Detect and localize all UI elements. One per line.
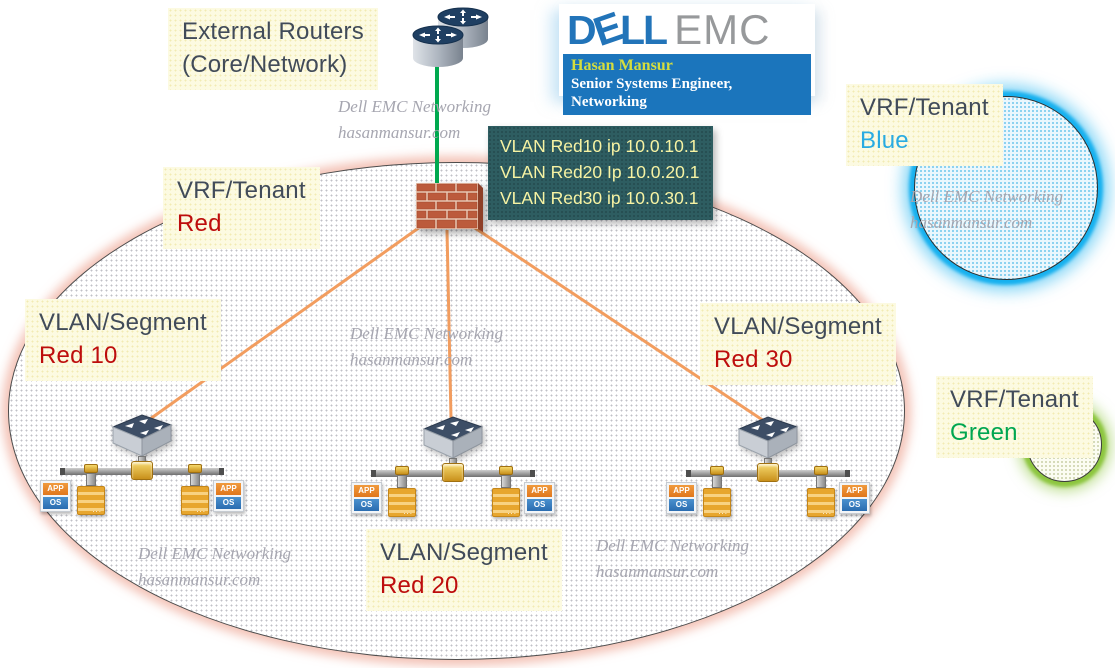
dell-wordmark: DELL — [567, 2, 668, 55]
watermark-line1: Dell EMC Networking — [138, 544, 291, 563]
app-os-card: APP OS — [839, 482, 870, 514]
label-line2: Green — [950, 419, 1018, 446]
server-drop — [84, 464, 98, 486]
watermark-line2: hasanmansur.com — [910, 213, 1033, 232]
server-drop — [395, 466, 409, 488]
label-line1: VRF/Tenant — [860, 94, 989, 121]
os-badge: OS — [354, 499, 379, 511]
watermark-line1: Dell EMC Networking — [338, 97, 491, 116]
link-firewall-to-switch-red30 — [465, 220, 765, 423]
label-line1: VLAN/Segment — [380, 539, 548, 566]
app-badge: APP — [43, 483, 68, 495]
watermark-line2: hasanmansur.com — [596, 562, 719, 581]
watermark: Dell EMC Networking hasanmansur.com — [910, 184, 1063, 236]
app-os-card: APP OS — [213, 480, 244, 512]
link-firewall-to-switch-red20 — [445, 229, 453, 420]
watermark: Dell EMC Networking hasanmansur.com — [338, 94, 491, 146]
watermark: Dell EMC Networking hasanmansur.com — [350, 321, 503, 373]
server-icon: ... — [492, 488, 520, 517]
label-line2: Red 20 — [380, 572, 459, 599]
server-drop — [188, 464, 202, 486]
server-icon: ... — [703, 488, 731, 517]
os-badge: OS — [669, 499, 694, 511]
label-line2: Red — [177, 210, 222, 237]
segment-red20-group: ... ... APP OS APP OS — [351, 414, 555, 519]
watermark: Dell EMC Networking hasanmansur.com — [596, 533, 749, 585]
watermark-line1: Dell EMC Networking — [350, 324, 503, 343]
watermark-line2: hasanmansur.com — [338, 123, 461, 142]
label-vlan-segment-red30: VLAN/Segment Red 30 — [700, 303, 896, 385]
dell-emc-brand-card: DELL EMC Hasan Mansur Senior Systems Eng… — [559, 2, 815, 115]
watermark-line2: hasanmansur.com — [350, 350, 473, 369]
os-badge: OS — [216, 497, 241, 509]
app-badge: APP — [216, 483, 241, 495]
author-banner: Hasan Mansur Senior Systems Engineer, Ne… — [563, 54, 811, 115]
label-line2: Red 30 — [714, 346, 793, 373]
watermark-line1: Dell EMC Networking — [596, 536, 749, 555]
server-icon: ... — [181, 486, 209, 515]
os-badge: OS — [43, 497, 68, 509]
label-vlan-segment-red20: VLAN/Segment Red 20 — [366, 529, 562, 611]
server-icon: ... — [77, 486, 105, 515]
label-line2: Red 10 — [39, 342, 118, 369]
server-icon: ... — [388, 488, 416, 517]
os-badge: OS — [842, 499, 867, 511]
author-title: Senior Systems Engineer, Networking — [571, 76, 733, 110]
watermark-line2: hasanmansur.com — [138, 570, 261, 589]
vlan-ip-info-box: VLAN Red10 ip 10.0.10.1 VLAN Red20 Ip 10… — [488, 126, 714, 220]
bus-tee-connector — [442, 463, 464, 482]
vlan-info-line2: VLAN Red20 Ip 10.0.20.1 — [500, 162, 700, 182]
switch-icon — [422, 416, 484, 459]
author-name: Hasan Mansur — [571, 57, 673, 74]
router-front — [412, 25, 464, 67]
switch-icon — [111, 414, 173, 457]
app-badge: APP — [354, 485, 379, 497]
app-os-card: APP OS — [666, 482, 697, 514]
server-drop — [499, 466, 513, 488]
bus-tee-connector — [757, 463, 779, 482]
link-firewall-to-switch-red10 — [142, 220, 428, 426]
watermark: Dell EMC Networking hasanmansur.com — [138, 541, 291, 593]
vrf-red-zone-ellipse — [8, 162, 905, 660]
external-routers-icon — [412, 7, 489, 67]
dell-emc-logo: DELL EMC — [559, 2, 815, 55]
server-drop — [710, 466, 724, 488]
bus-tee-connector — [131, 461, 153, 480]
server-icon: ... — [807, 488, 835, 517]
vlan-info-line3: VLAN Red30 ip 10.0.30.1 — [500, 188, 699, 208]
label-line1: VLAN/Segment — [39, 309, 207, 336]
watermark-line1: Dell EMC Networking — [910, 187, 1063, 206]
switch-icon — [737, 416, 799, 459]
label-external-routers: External Routers (Core/Network) — [168, 8, 378, 90]
segment-red30-group: ... ... APP OS APP OS — [666, 414, 870, 519]
label-vrf-tenant-blue: VRF/Tenant Blue — [846, 84, 1003, 166]
label-line1: VRF/Tenant — [177, 177, 306, 204]
app-os-card: APP OS — [351, 482, 382, 514]
app-badge: APP — [527, 485, 552, 497]
app-badge: APP — [842, 485, 867, 497]
app-os-card: APP OS — [40, 480, 71, 512]
label-vlan-segment-red10: VLAN/Segment Red 10 — [25, 299, 221, 381]
label-line1: External Routers — [182, 18, 364, 45]
label-vrf-tenant-red: VRF/Tenant Red — [163, 167, 320, 249]
label-vrf-tenant-green: VRF/Tenant Green — [936, 376, 1093, 458]
firewall-icon — [416, 183, 483, 232]
vrf-blue-zone-circle — [914, 96, 1098, 280]
os-badge: OS — [527, 499, 552, 511]
emc-wordmark: EMC — [674, 6, 771, 53]
app-os-card: APP OS — [524, 482, 555, 514]
app-badge: APP — [669, 485, 694, 497]
server-drop — [814, 466, 828, 488]
label-line2: (Core/Network) — [182, 51, 348, 78]
label-line2: Blue — [860, 127, 909, 154]
label-line1: VLAN/Segment — [714, 313, 882, 340]
segment-red10-group: ... ... APP OS APP OS — [40, 412, 244, 517]
label-line1: VRF/Tenant — [950, 386, 1079, 413]
vlan-info-line1: VLAN Red10 ip 10.0.10.1 — [500, 136, 699, 156]
